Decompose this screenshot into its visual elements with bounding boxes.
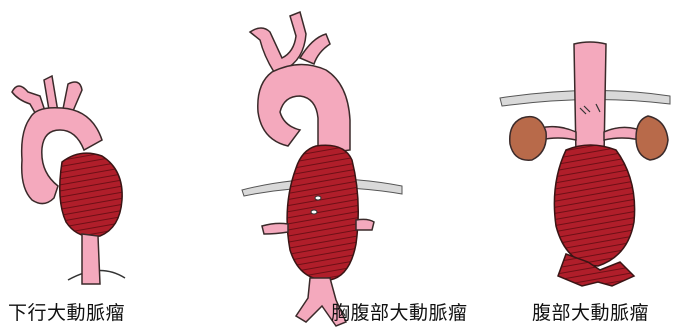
left-kidney — [510, 117, 546, 161]
panel-thoracoabdominal-aneurysm — [242, 12, 402, 326]
aneurysm-sac — [287, 145, 358, 280]
branch-vessel — [250, 12, 306, 72]
aneurysm-sac — [60, 153, 122, 237]
panel-descending-aneurysm — [12, 76, 125, 284]
renal-vessel — [356, 219, 374, 230]
aortic-arch — [258, 64, 350, 154]
panel-abdominal-aneurysm — [500, 42, 670, 286]
right-kidney — [636, 116, 668, 160]
abdominal-aorta-upper — [574, 42, 606, 156]
descending-aorta — [82, 234, 100, 284]
aneurysm-sac — [554, 145, 634, 266]
vessel-origin-mark — [315, 196, 321, 200]
renal-vessel — [604, 127, 640, 140]
renal-vessel — [262, 223, 288, 234]
caption-abdominal-aneurysm: 腹部大動脈瘤 — [532, 298, 649, 325]
caption-descending-aneurysm: 下行大動脈瘤 — [8, 298, 125, 325]
caption-thoracoabdominal-aneurysm: 胸腹部大動脈瘤 — [331, 298, 468, 325]
vessel-origin-mark — [311, 210, 317, 214]
